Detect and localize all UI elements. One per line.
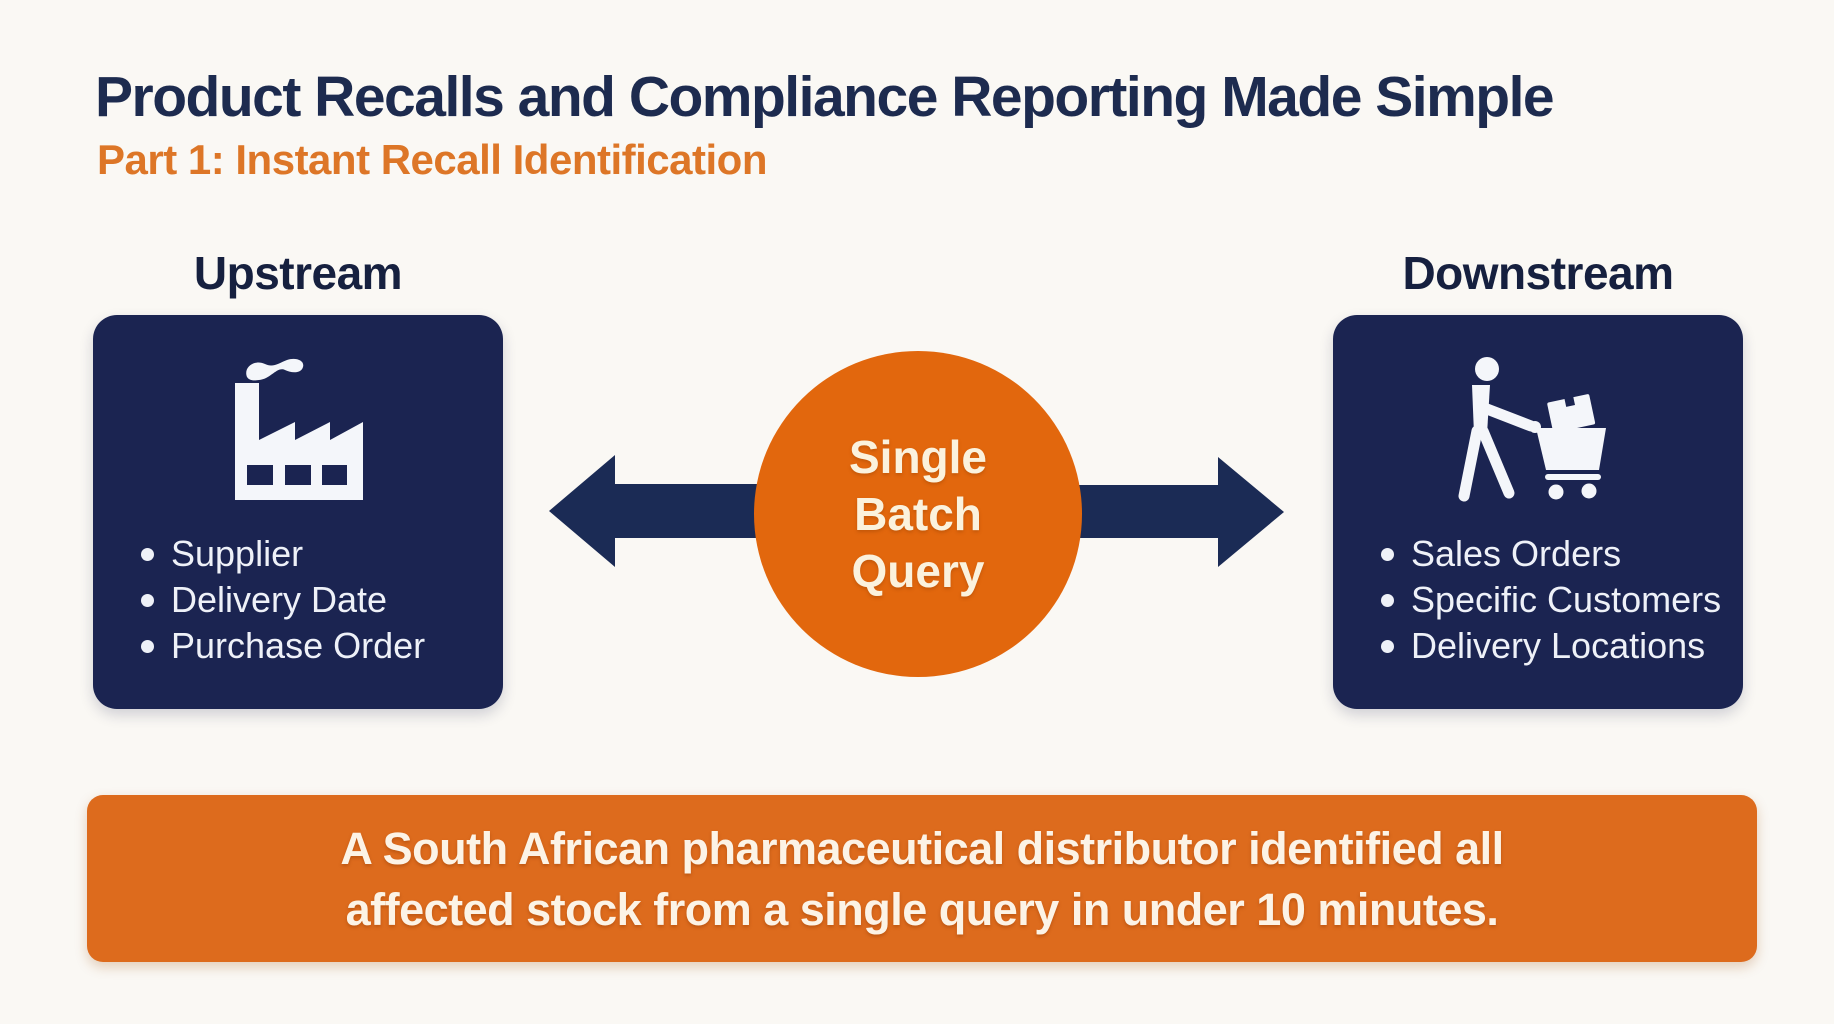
bullet-dot-icon (1381, 639, 1394, 653)
bullet-label: Delivery Date (171, 579, 388, 620)
left-arrow-icon (549, 455, 790, 567)
bullet-dot-icon (1381, 593, 1394, 607)
factory-icon (235, 358, 363, 500)
bullet-item: Purchase Order (141, 623, 425, 669)
bullet-item: Delivery Locations (1381, 623, 1721, 669)
result-banner: A South African pharmaceutical distribut… (87, 795, 1757, 962)
downstream-card: Sales Orders Specific Customers Delivery… (1333, 315, 1743, 709)
bullet-item: Delivery Date (141, 577, 425, 623)
page-subtitle: Part 1: Instant Recall Identification (97, 136, 767, 183)
circle-text-line: Single (848, 430, 988, 483)
downstream-bullet-list: Sales Orders Specific Customers Delivery… (1381, 531, 1721, 669)
bullet-item: Sales Orders (1381, 531, 1721, 577)
bullet-label: Specific Customers (1411, 579, 1722, 620)
bullet-label: Delivery Locations (1411, 625, 1706, 666)
bullet-dot-icon (1381, 547, 1394, 561)
bullet-dot-icon (141, 593, 154, 607)
bullet-dot-icon (141, 639, 154, 653)
bullet-item: Specific Customers (1381, 577, 1721, 623)
bullet-label: Sales Orders (1411, 533, 1622, 574)
upstream-card: Supplier Delivery Date Purchase Order (93, 315, 503, 709)
bullet-item: Supplier (141, 531, 425, 577)
bullet-dot-icon (141, 547, 154, 561)
right-arrow-icon (1045, 457, 1284, 567)
banner-line-2: affected stock from a single query in un… (345, 883, 1499, 935)
upstream-heading: Upstream (193, 247, 403, 299)
page-title: Product Recalls and Compliance Reporting… (95, 65, 1555, 129)
person-with-shopping-cart-icon (1458, 357, 1606, 502)
upstream-bullet-list: Supplier Delivery Date Purchase Order (141, 531, 425, 669)
circle-text-line: Query (851, 544, 985, 597)
bullet-label: Purchase Order (171, 625, 426, 666)
single-batch-query-circle: Single Batch Query (754, 351, 1082, 677)
circle-text-line: Batch (854, 487, 982, 540)
downstream-heading: Downstream (1402, 247, 1674, 299)
bullet-label: Supplier (171, 533, 304, 574)
banner-line-1: A South African pharmaceutical distribut… (340, 822, 1504, 874)
